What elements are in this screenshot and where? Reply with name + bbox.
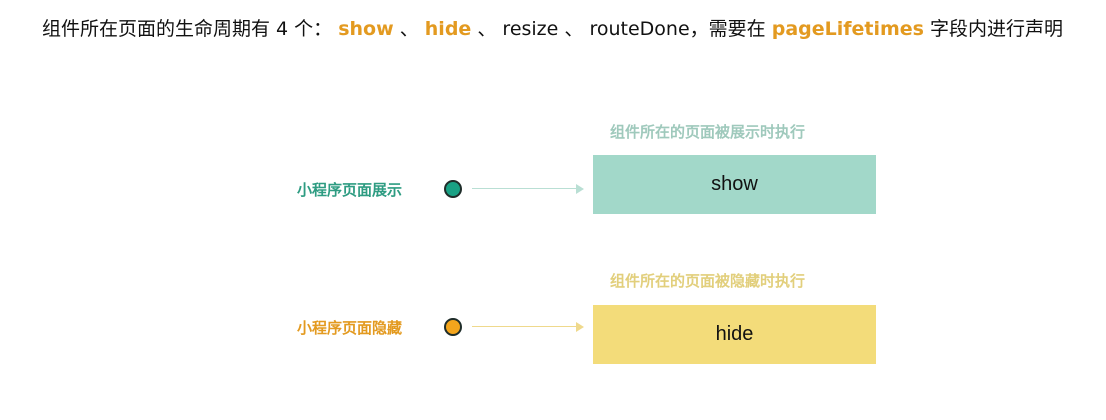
title-show: show (338, 18, 394, 40)
title-sep1: 、 (399, 18, 419, 40)
show-caption: 组件所在的页面被展示时执行 (610, 123, 806, 141)
show-label: 小程序页面展示 (297, 181, 403, 199)
hide-box: hide (593, 305, 876, 364)
title-mid: ，需要在 (689, 18, 766, 40)
show-circle-dot-icon (444, 180, 462, 198)
show-box: show (593, 155, 876, 214)
title-resize: resize (502, 18, 559, 40)
title-routedone: routeDone (589, 18, 690, 40)
title-sep2: 、 (477, 18, 497, 40)
hide-label: 小程序页面隐藏 (297, 319, 403, 337)
title-sep3: 、 (564, 18, 584, 40)
title-suffix: 字段内进行声明 (930, 18, 1064, 40)
title-pagelifetimes: pageLifetimes (771, 18, 924, 40)
hide-circle-dot-icon (444, 318, 462, 336)
hide-box-text: hide (715, 323, 754, 345)
title-prefix: 组件所在页面的生命周期有 4 个： (42, 18, 333, 40)
title-hide: hide (424, 18, 472, 40)
hide-arrow-right-icon (472, 321, 584, 333)
show-box-text: show (711, 173, 758, 195)
show-arrow-right-icon (472, 183, 584, 195)
hide-caption: 组件所在的页面被隐藏时执行 (610, 272, 806, 290)
heading: 组件所在页面的生命周期有 4 个： show 、 hide 、 resize 、… (42, 14, 1063, 41)
